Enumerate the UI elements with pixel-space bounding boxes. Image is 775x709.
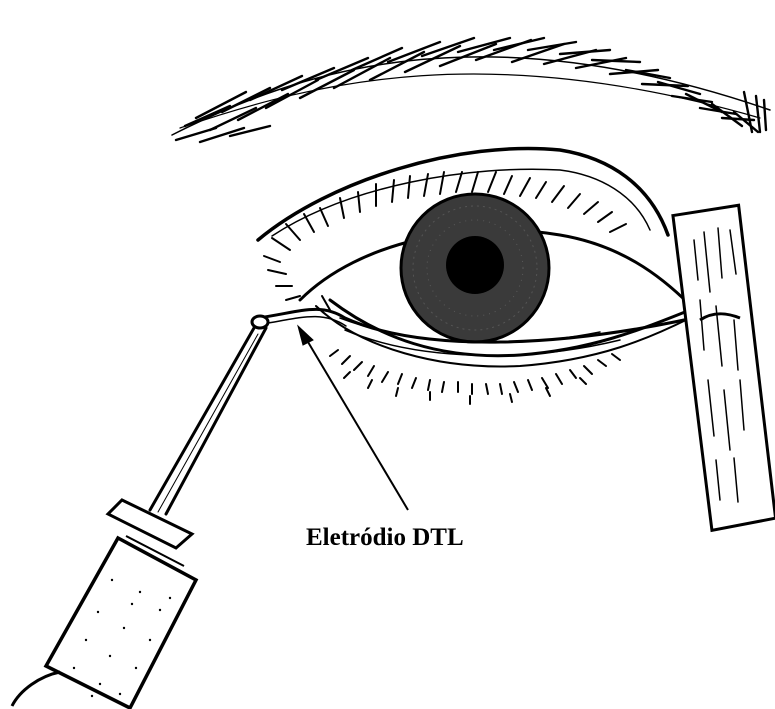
eyebrow <box>172 38 770 142</box>
iris <box>401 194 549 342</box>
needle <box>150 316 268 514</box>
syringe <box>12 500 196 708</box>
adhesive-tape <box>673 204 775 531</box>
pupil <box>446 236 504 294</box>
label-arrow <box>298 326 408 510</box>
electrode-label: Eletródio DTL <box>306 524 464 552</box>
